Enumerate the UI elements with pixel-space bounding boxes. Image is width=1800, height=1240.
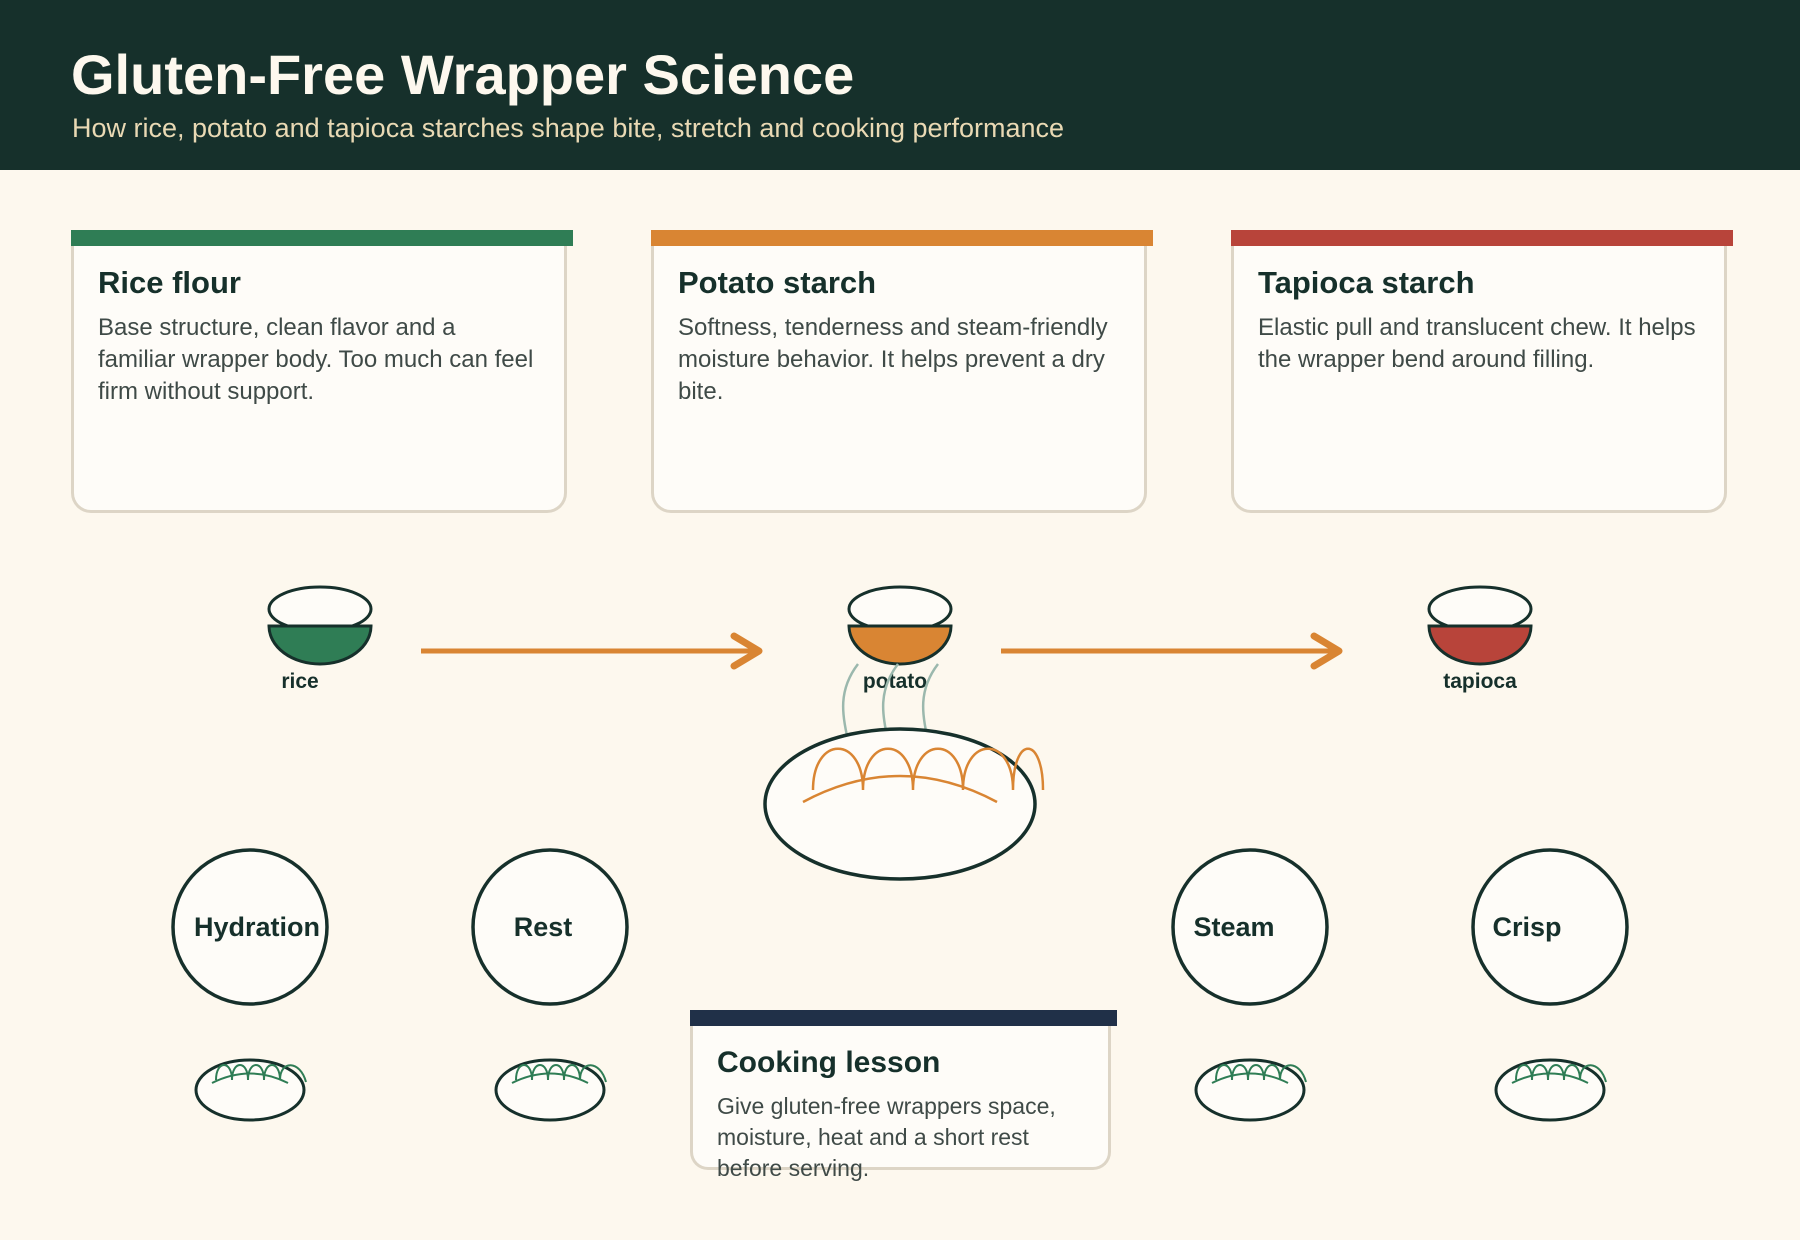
bowl-label-tapioca: tapioca [1443,670,1517,693]
potato-bowl-icon [847,585,953,666]
step-label-crisp: Crisp [1492,912,1561,942]
dumpling-icon [1194,1058,1307,1122]
rice-bowl-icon [267,585,373,666]
header-banner: Gluten-Free Wrapper Science How rice, po… [0,0,1800,170]
card-body: Elastic pull and translucent chew. It he… [1258,314,1696,373]
card-title: Rice flour [98,265,241,300]
card-rice-flour: Rice flour Base structure, clean flavor … [71,230,573,513]
card-tapioca-starch: Tapioca starch Elastic pull and transluc… [1231,230,1733,513]
lesson-accent-bar [690,1010,1117,1026]
step-label-steam: Steam [1193,912,1274,942]
step-circle-hydration [171,848,329,1006]
step-label-rest: Rest [514,912,573,942]
dumpling-icon [494,1058,607,1122]
card-title: Potato starch [678,265,877,300]
page-title: Gluten-Free Wrapper Science [71,43,855,106]
page-subtitle: How rice, potato and tapioca starches sh… [72,113,1065,143]
lesson-body: Give gluten-free wrappers space, moistur… [717,1093,1056,1181]
lesson-title: Cooking lesson [717,1046,941,1079]
bowl-label-potato: potato [863,670,927,693]
cooking-lesson-card: Cooking lesson Give gluten-free wrappers… [690,1010,1117,1181]
dumpling-icon [194,1058,307,1122]
card-title: Tapioca starch [1258,265,1475,300]
card-accent-bar [1231,230,1733,246]
card-accent-bar [651,230,1153,246]
card-body: Base structure, clean flavor and a famil… [98,314,534,405]
step-circle-crisp [1471,848,1629,1006]
card-potato-starch: Potato starch Softness, tenderness and s… [651,230,1153,513]
step-circle-steam [1171,848,1329,1006]
dumpling-icon [1494,1058,1607,1122]
step-label-hydration: Hydration [194,912,320,942]
steaming-dumpling-icon [763,663,1045,881]
tapioca-bowl-icon [1427,585,1533,666]
card-accent-bar [71,230,573,246]
bowl-label-rice: rice [281,670,318,693]
card-body: Softness, tenderness and steam-friendly … [678,314,1108,405]
step-circle-rest [471,848,629,1006]
